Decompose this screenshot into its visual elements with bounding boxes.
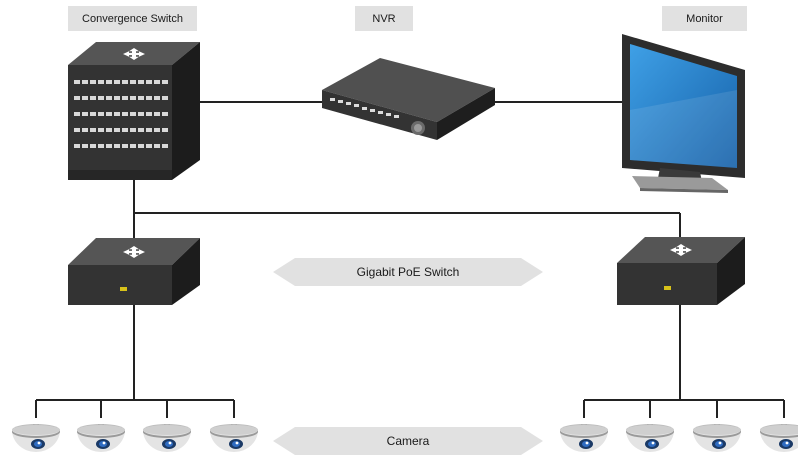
monitor-device bbox=[622, 34, 745, 193]
camera-device bbox=[626, 424, 674, 452]
nvr-label: NVR bbox=[355, 6, 413, 31]
camera-device bbox=[77, 424, 125, 452]
camera-device bbox=[693, 424, 741, 452]
camera-device bbox=[12, 424, 60, 452]
connection-lines bbox=[35, 101, 785, 418]
double-arrow-icon bbox=[273, 427, 543, 455]
camera-tier-label: Camera bbox=[273, 427, 543, 455]
poe-switch-tier-label: Gigabit PoE Switch bbox=[273, 258, 543, 286]
camera-device bbox=[210, 424, 258, 452]
camera-device bbox=[143, 424, 191, 452]
convergence-switch-label: Convergence Switch bbox=[68, 6, 197, 31]
convergence-switch-device bbox=[68, 42, 200, 180]
camera-tier-text: Camera bbox=[386, 434, 430, 448]
nvr-device bbox=[322, 58, 495, 140]
poe-switch-left bbox=[68, 238, 200, 305]
monitor-label: Monitor bbox=[662, 6, 747, 31]
poe-switch-tier-text: Gigabit PoE Switch bbox=[356, 265, 460, 279]
poe-switch-right bbox=[617, 237, 745, 305]
camera-device bbox=[760, 424, 798, 452]
double-arrow-icon bbox=[273, 258, 543, 286]
camera-device bbox=[560, 424, 608, 452]
